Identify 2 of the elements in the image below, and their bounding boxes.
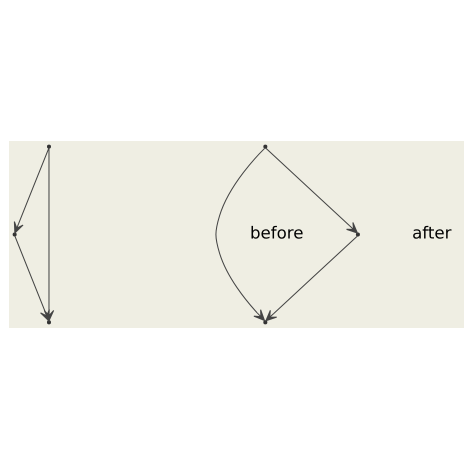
label: after [412,222,451,242]
label: before [250,222,304,242]
